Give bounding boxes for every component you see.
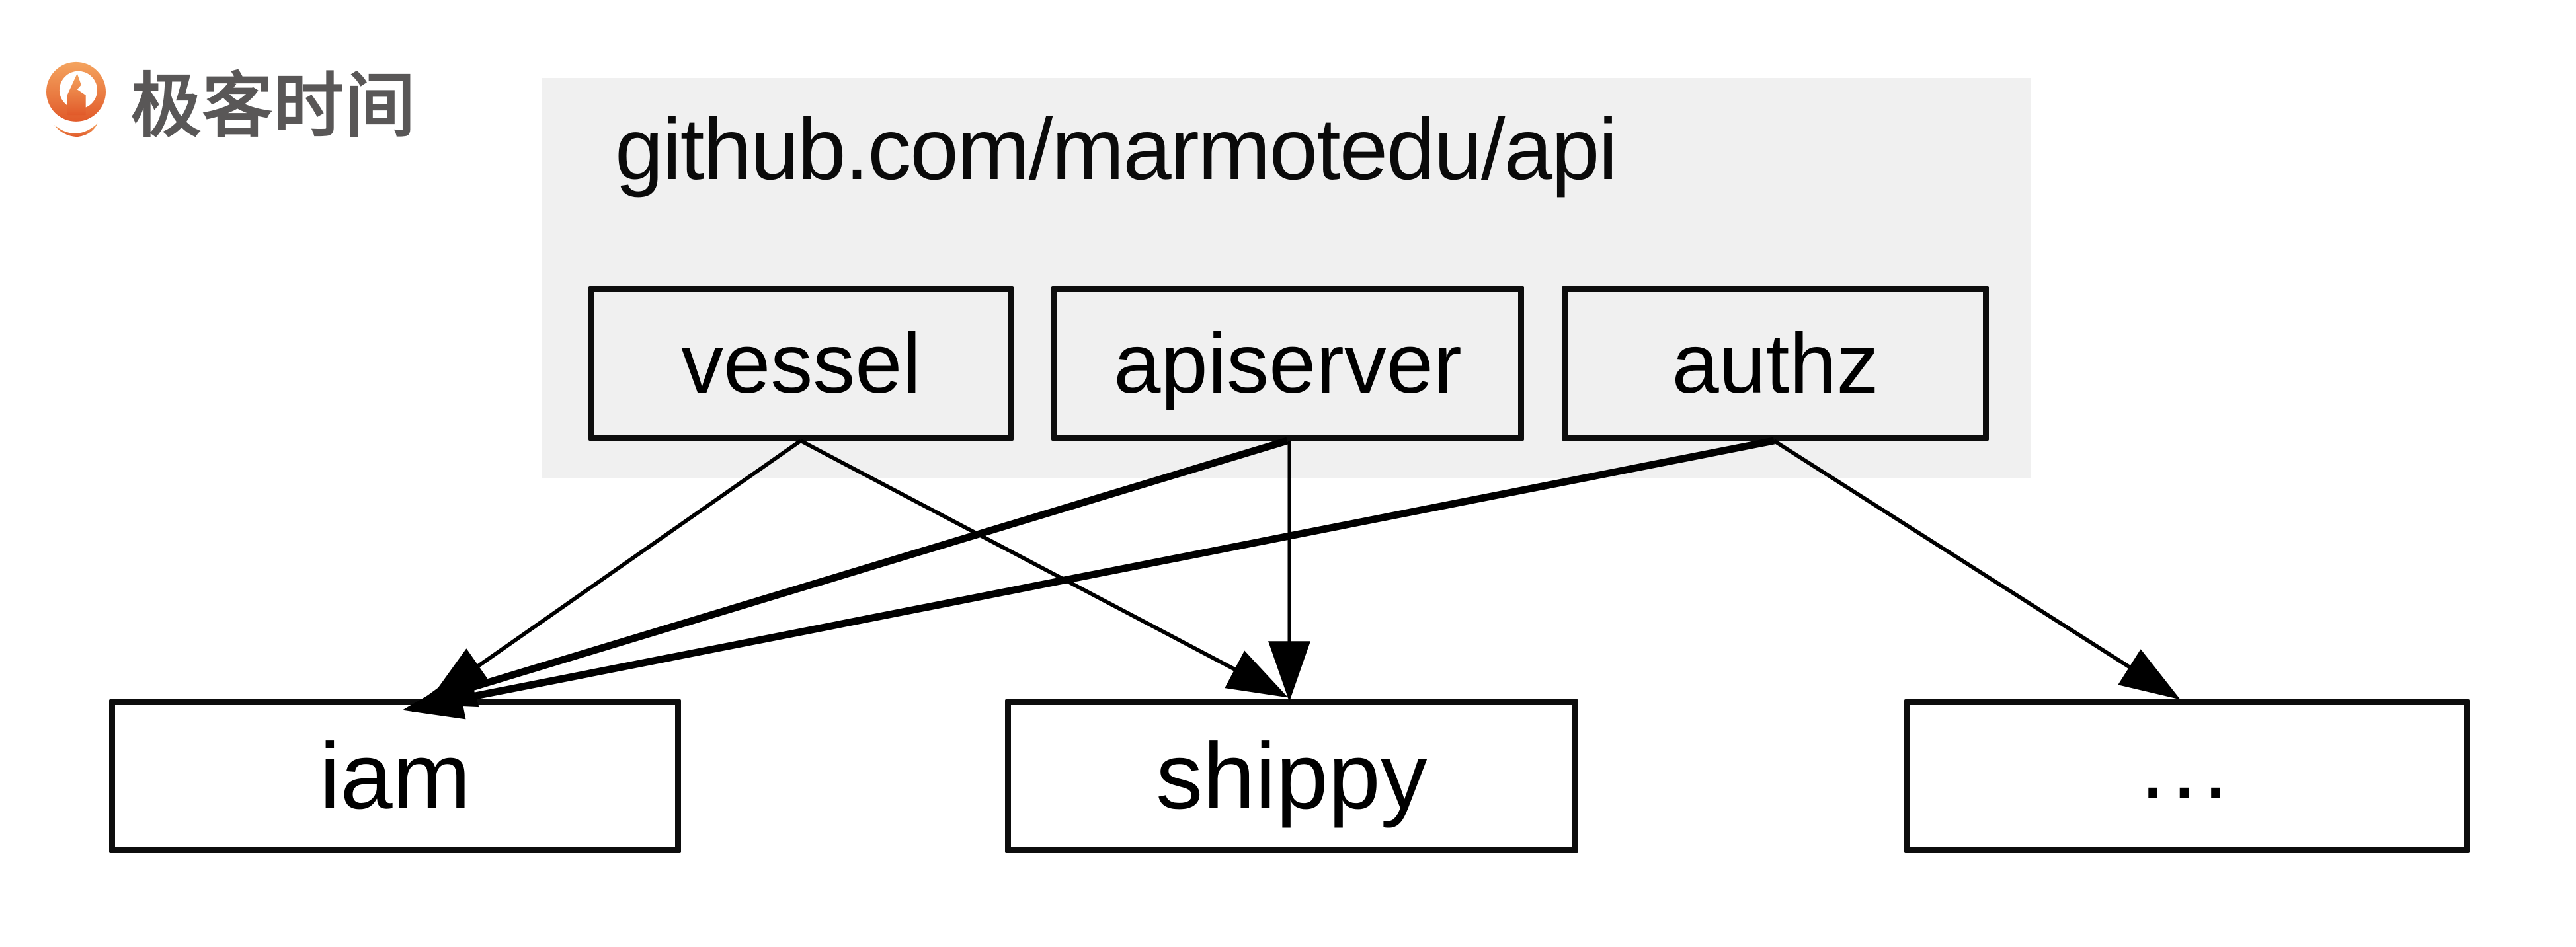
repo-title: github.com/marmotedu/api	[615, 100, 1618, 198]
service-box-ellipsis: ...	[1904, 699, 2470, 853]
geektime-logo-text: 极客时间	[131, 67, 417, 145]
service-box-iam: iam	[109, 699, 681, 853]
arrow-apiserver-to-iam	[415, 437, 1289, 708]
module-box-apiserver: apiserver	[1051, 286, 1524, 441]
module-box-authz: authz	[1562, 286, 1989, 441]
module-box-vessel: vessel	[588, 286, 1014, 441]
service-box-shippy: shippy	[1005, 699, 1578, 853]
service-label-iam: iam	[319, 723, 471, 829]
arrow-vessel-to-iam	[428, 439, 802, 701]
geektime-logo-icon	[46, 61, 106, 137]
arrow-authz-to-iam	[402, 437, 1775, 720]
arrow-vessel-to-shippy	[799, 439, 1289, 698]
module-label-authz: authz	[1671, 316, 1879, 411]
service-label-ellipsis: ...	[2140, 712, 2234, 818]
module-label-vessel: vessel	[681, 316, 921, 411]
service-label-shippy: shippy	[1156, 723, 1428, 829]
module-label-apiserver: apiserver	[1113, 316, 1462, 411]
geektime-logo: 极客时间	[46, 55, 417, 145]
arrow-authz-to-ellipsis	[1773, 439, 2181, 700]
